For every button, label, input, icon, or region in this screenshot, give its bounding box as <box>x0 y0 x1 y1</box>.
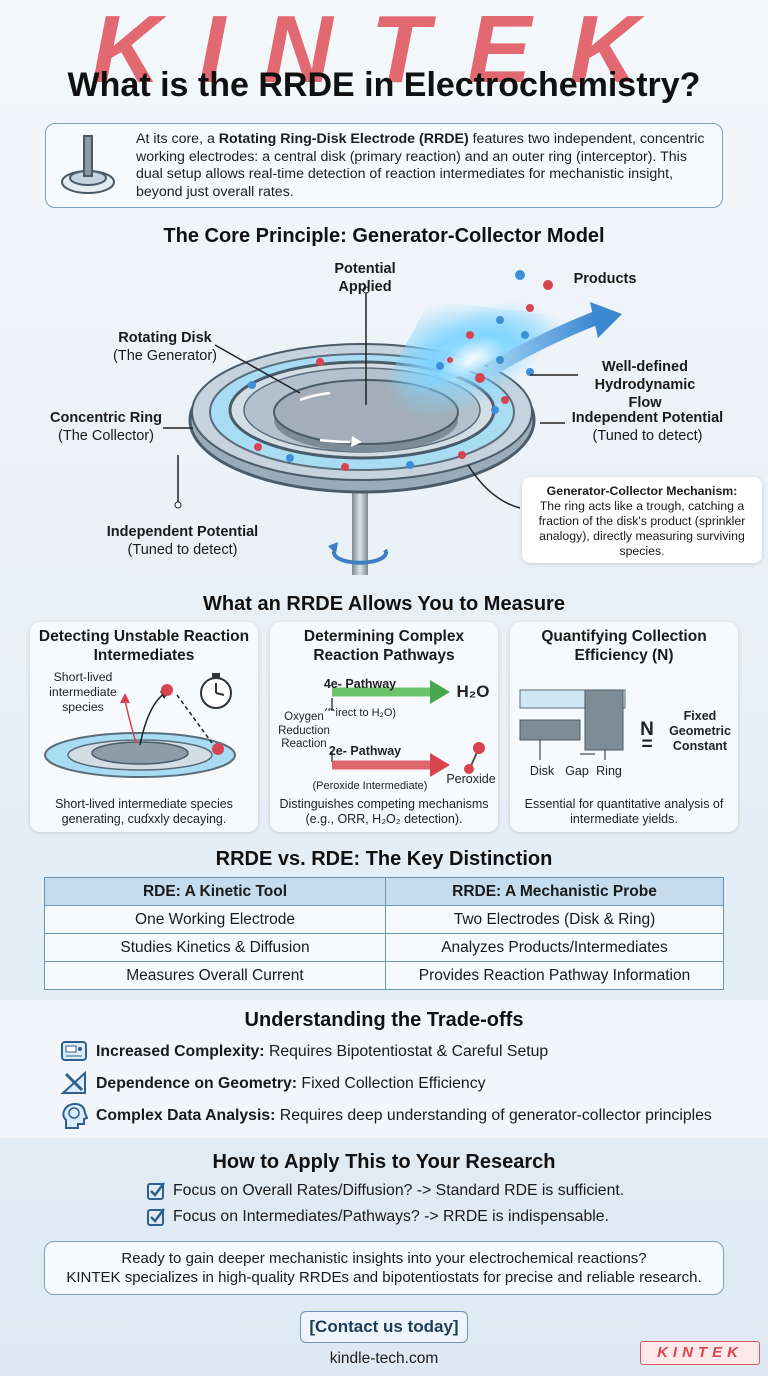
comparison-table: RDE: A Kinetic Tool RRDE: A Mechanistic … <box>44 877 724 990</box>
brand-watermark: KINTEK <box>91 0 677 103</box>
mechanism-note: Generator-Collector Mechanism:The ring a… <box>522 477 762 563</box>
pathway-diagram <box>331 680 485 777</box>
card-caption: Distinguishes competing mechanisms (e.g.… <box>279 797 489 826</box>
peroxide-molecule-icon <box>464 742 485 774</box>
core-heading: The Core Principle: Generator-Collector … <box>163 225 605 247</box>
label-indep-left: Independent Potential(Tuned to detect) <box>106 524 259 558</box>
label-ring: Concentric Ring(The Collector) <box>50 410 162 444</box>
species-dots <box>248 270 553 471</box>
intro-text: At its core, a Rotating Ring-Disk Electr… <box>136 131 705 200</box>
tradeoff-item: Dependence on Geometry: Fixed Collection… <box>96 1075 486 1092</box>
intro-box <box>45 123 723 208</box>
checkbox-checked-icon <box>147 1208 165 1226</box>
site-link[interactable]: kindle-tech.com <box>329 1350 439 1367</box>
apply-item: Focus on Overall Rates/Diffusion? -> Sta… <box>173 1182 625 1199</box>
measure-heading: What an RRDE Allows You to Measure <box>203 593 565 615</box>
cta-box: Ready to gain deeper mechanistic insight… <box>44 1241 724 1295</box>
rrde-diagram <box>163 270 622 575</box>
brain-head-icon <box>62 1102 88 1129</box>
rotation-arrow-icon <box>328 542 338 554</box>
contact-button[interactable]: [Contact us today] <box>300 1311 468 1343</box>
tradeoff-item: Complex Data Analysis: Requires deep und… <box>96 1107 712 1124</box>
card-title: Determining Complex Reaction Pathways <box>303 628 465 664</box>
geometry-diagram <box>519 689 626 760</box>
apply-item: Focus on Intermediates/Pathways? -> RRDE… <box>173 1208 609 1225</box>
label-rotating-disk: Rotating Disk(The Generator) <box>113 330 217 364</box>
compare-heading: RRDE vs. RDE: The Key Distinction <box>215 848 553 870</box>
label-products: Products <box>573 271 637 287</box>
card-caption: Short-lived intermediate species generat… <box>55 797 233 826</box>
geometry-tools-icon <box>60 1070 86 1094</box>
apply-heading: How to Apply This to Your Research <box>212 1151 556 1173</box>
stopwatch-icon <box>200 673 232 709</box>
bipotentiostat-icon <box>61 1041 87 1061</box>
electrode-icon <box>61 135 115 194</box>
card-title: Detecting Unstable Reaction Intermediate… <box>38 628 250 664</box>
flow-arrow-icon <box>590 302 622 338</box>
card-caption: Essential for quantitative analysis of i… <box>524 797 724 826</box>
intermediate-label: Short-lived intermediate species <box>49 670 117 714</box>
table-header-row: RDE: A Kinetic Tool RRDE: A Mechanistic … <box>44 877 724 906</box>
label-indep-right: Independent Potential(Tuned to detect) <box>571 410 724 444</box>
tradeoffs-band <box>0 1000 768 1138</box>
brand-logo: KINTEK <box>640 1341 760 1365</box>
card-title: Quantifying Collection Efficiency (N) <box>541 628 707 664</box>
checkbox-checked-icon <box>147 1182 165 1200</box>
intermediate-diagram <box>44 673 236 778</box>
tradeoff-item: Increased Complexity: Requires Bipotenti… <box>96 1043 549 1060</box>
page-title: What is the RRDE in Electrochemistry? <box>67 66 701 104</box>
tradeoffs-heading: Understanding the Trade-offs <box>244 1009 524 1031</box>
